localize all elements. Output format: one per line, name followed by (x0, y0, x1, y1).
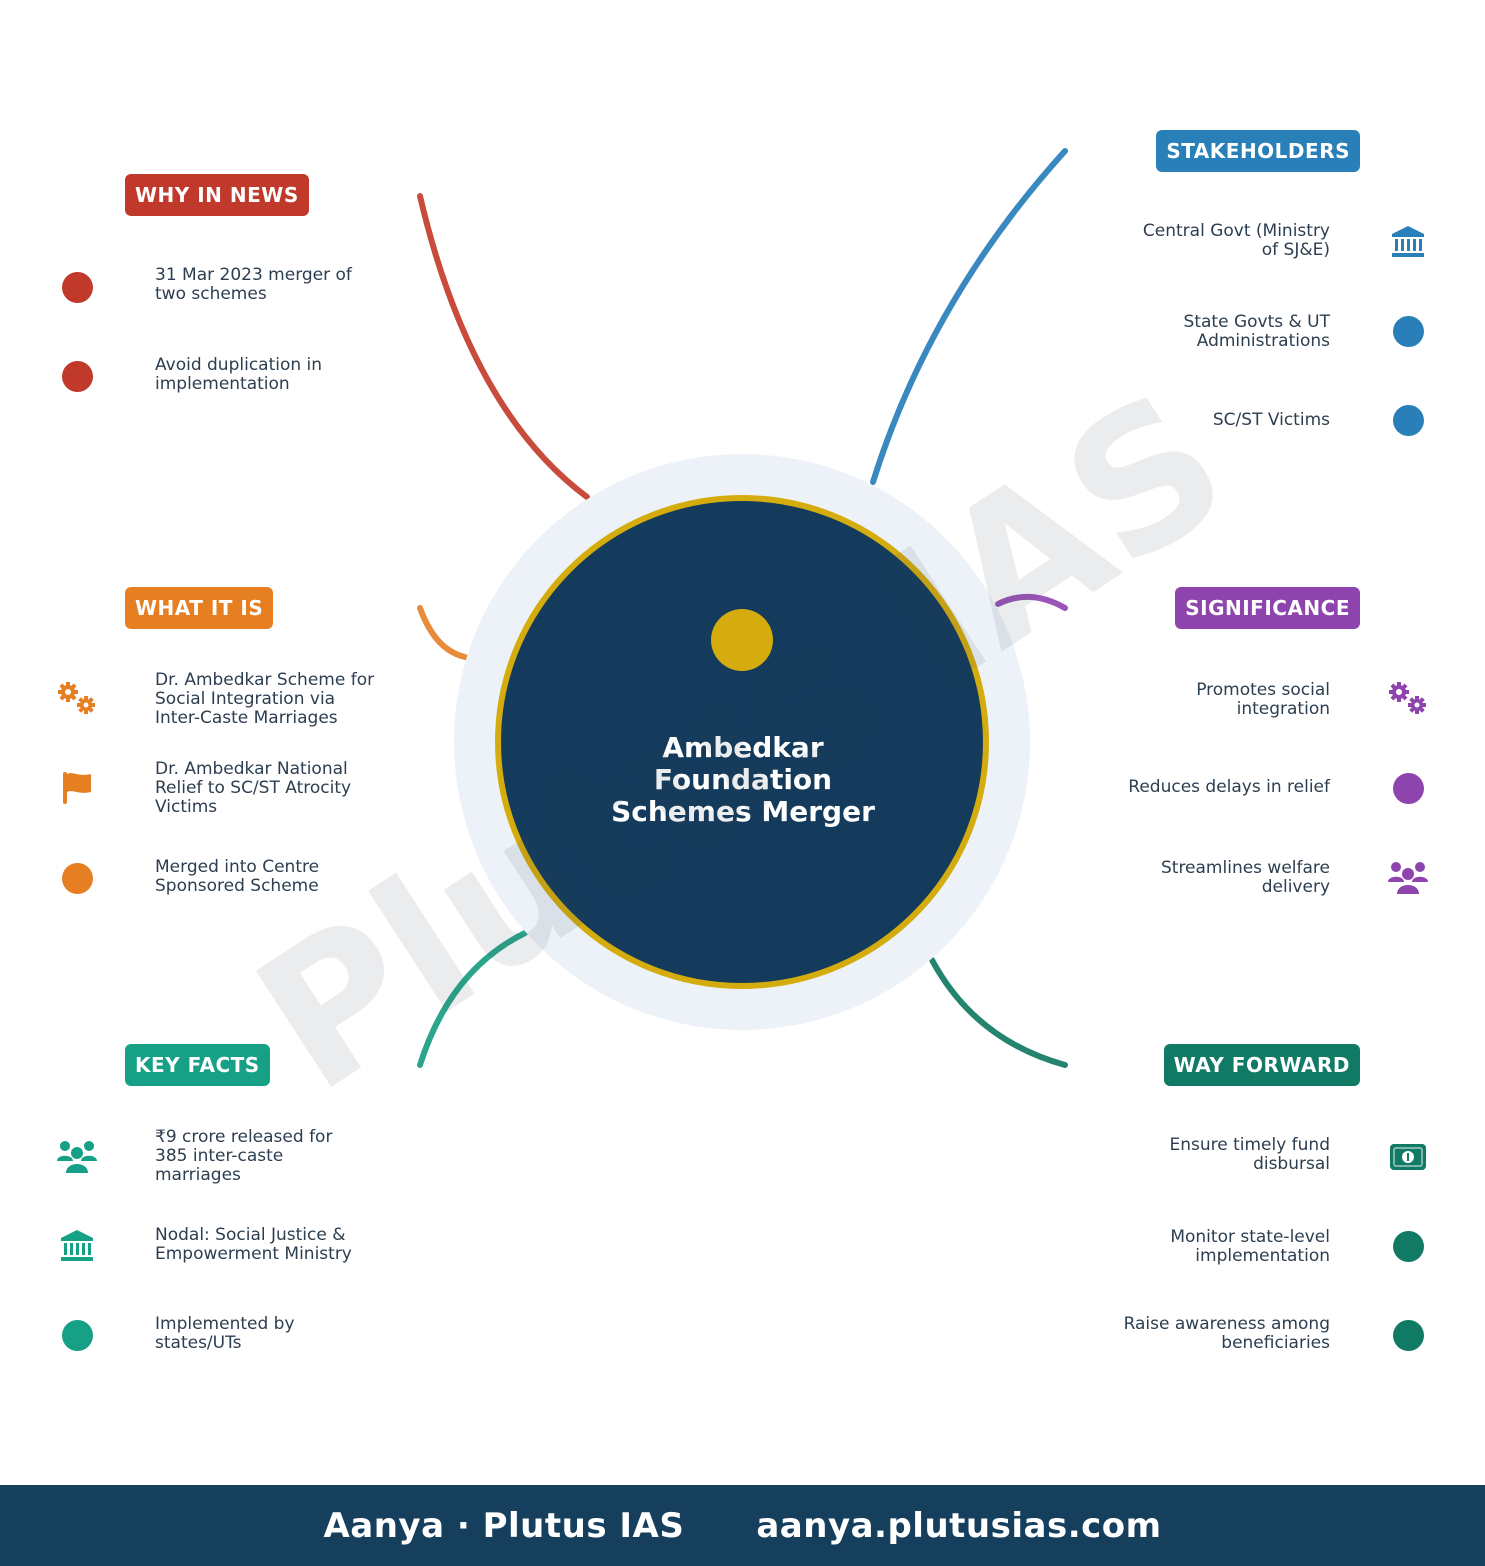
list-item-significance: Promotes social integration (1196, 680, 1330, 719)
connector-way-forward (929, 957, 1068, 1068)
bullet-dot-icon (57, 858, 97, 898)
users-icon (57, 1136, 97, 1176)
center-node (495, 495, 989, 989)
list-item-what-it-is: Dr. Ambedkar National Relief to SC/ST At… (155, 759, 352, 817)
connector-significance (995, 593, 1068, 611)
list-item-key-facts: Nodal: Social Justice & Empowerment Mini… (155, 1225, 352, 1264)
bullet-dot-icon (1388, 311, 1428, 351)
badge-stakeholders: STAKEHOLDERS (1156, 130, 1360, 172)
bullet-dot-icon (57, 1315, 97, 1355)
users-icon (1388, 857, 1428, 897)
bullet-dot-icon (1388, 400, 1428, 440)
list-item-what-it-is: Dr. Ambedkar Scheme for Social Integrati… (155, 670, 375, 728)
institution-icon (1388, 222, 1428, 262)
list-item-what-it-is: Merged into Centre Sponsored Scheme (155, 857, 320, 896)
bullet-dot-icon (1388, 1315, 1428, 1355)
badge-what-it-is: WHAT IT IS (125, 587, 274, 629)
bullet-dot-icon (1388, 768, 1428, 808)
connector-what-it-is (417, 605, 468, 660)
list-item-why-in-news: Avoid duplication in implementation (155, 355, 323, 394)
list-item-stakeholders: State Govts & UT Administrations (1183, 312, 1330, 351)
list-item-significance: Reduces delays in relief (1128, 777, 1330, 797)
badge-way-forward: WAY FORWARD (1163, 1044, 1360, 1086)
flag-icon (57, 768, 97, 808)
bullet-dot-icon (57, 267, 97, 307)
list-item-way-forward: Monitor state-level implementation (1170, 1227, 1330, 1266)
badge-key-facts: KEY FACTS (125, 1044, 270, 1086)
footer-bar: Aanya · Plutus IAS aanya.plutusias.com (0, 1485, 1485, 1566)
list-item-why-in-news: 31 Mar 2023 merger of two schemes (155, 265, 352, 304)
badge-why-in-news: WHY IN NEWS (125, 174, 309, 216)
connector-why-in-news (417, 193, 590, 500)
list-item-way-forward: Ensure timely fund disbursal (1169, 1135, 1330, 1174)
list-item-key-facts: ₹9 crore released for 385 inter-caste ma… (155, 1127, 333, 1185)
list-item-significance: Streamlines welfare delivery (1160, 858, 1330, 897)
bullet-dot-icon (57, 356, 97, 396)
gears-icon (1388, 679, 1428, 719)
footer-url: aanya.plutusias.com (756, 1505, 1162, 1546)
money-icon (1388, 1137, 1428, 1177)
mindmap-canvas (417, 148, 1068, 1068)
institution-icon (57, 1226, 97, 1266)
badge-significance: SIGNIFICANCE (1175, 587, 1360, 629)
list-item-key-facts: Implemented by states/UTs (155, 1314, 295, 1353)
list-item-way-forward: Raise awareness among beneficiaries (1123, 1314, 1330, 1353)
list-item-stakeholders: Central Govt (Ministry of SJ&E) (1142, 221, 1330, 260)
list-item-stakeholders: SC/ST Victims (1212, 410, 1330, 430)
connector-stakeholders (870, 148, 1068, 485)
center-title: Ambedkar Foundation Schemes Merger (611, 731, 875, 828)
connector-key-facts (417, 930, 528, 1068)
center-bulb-dot (711, 609, 773, 671)
bullet-dot-icon (1388, 1226, 1428, 1266)
footer-brand: Aanya · Plutus IAS (323, 1505, 685, 1546)
gears-icon (57, 679, 97, 719)
